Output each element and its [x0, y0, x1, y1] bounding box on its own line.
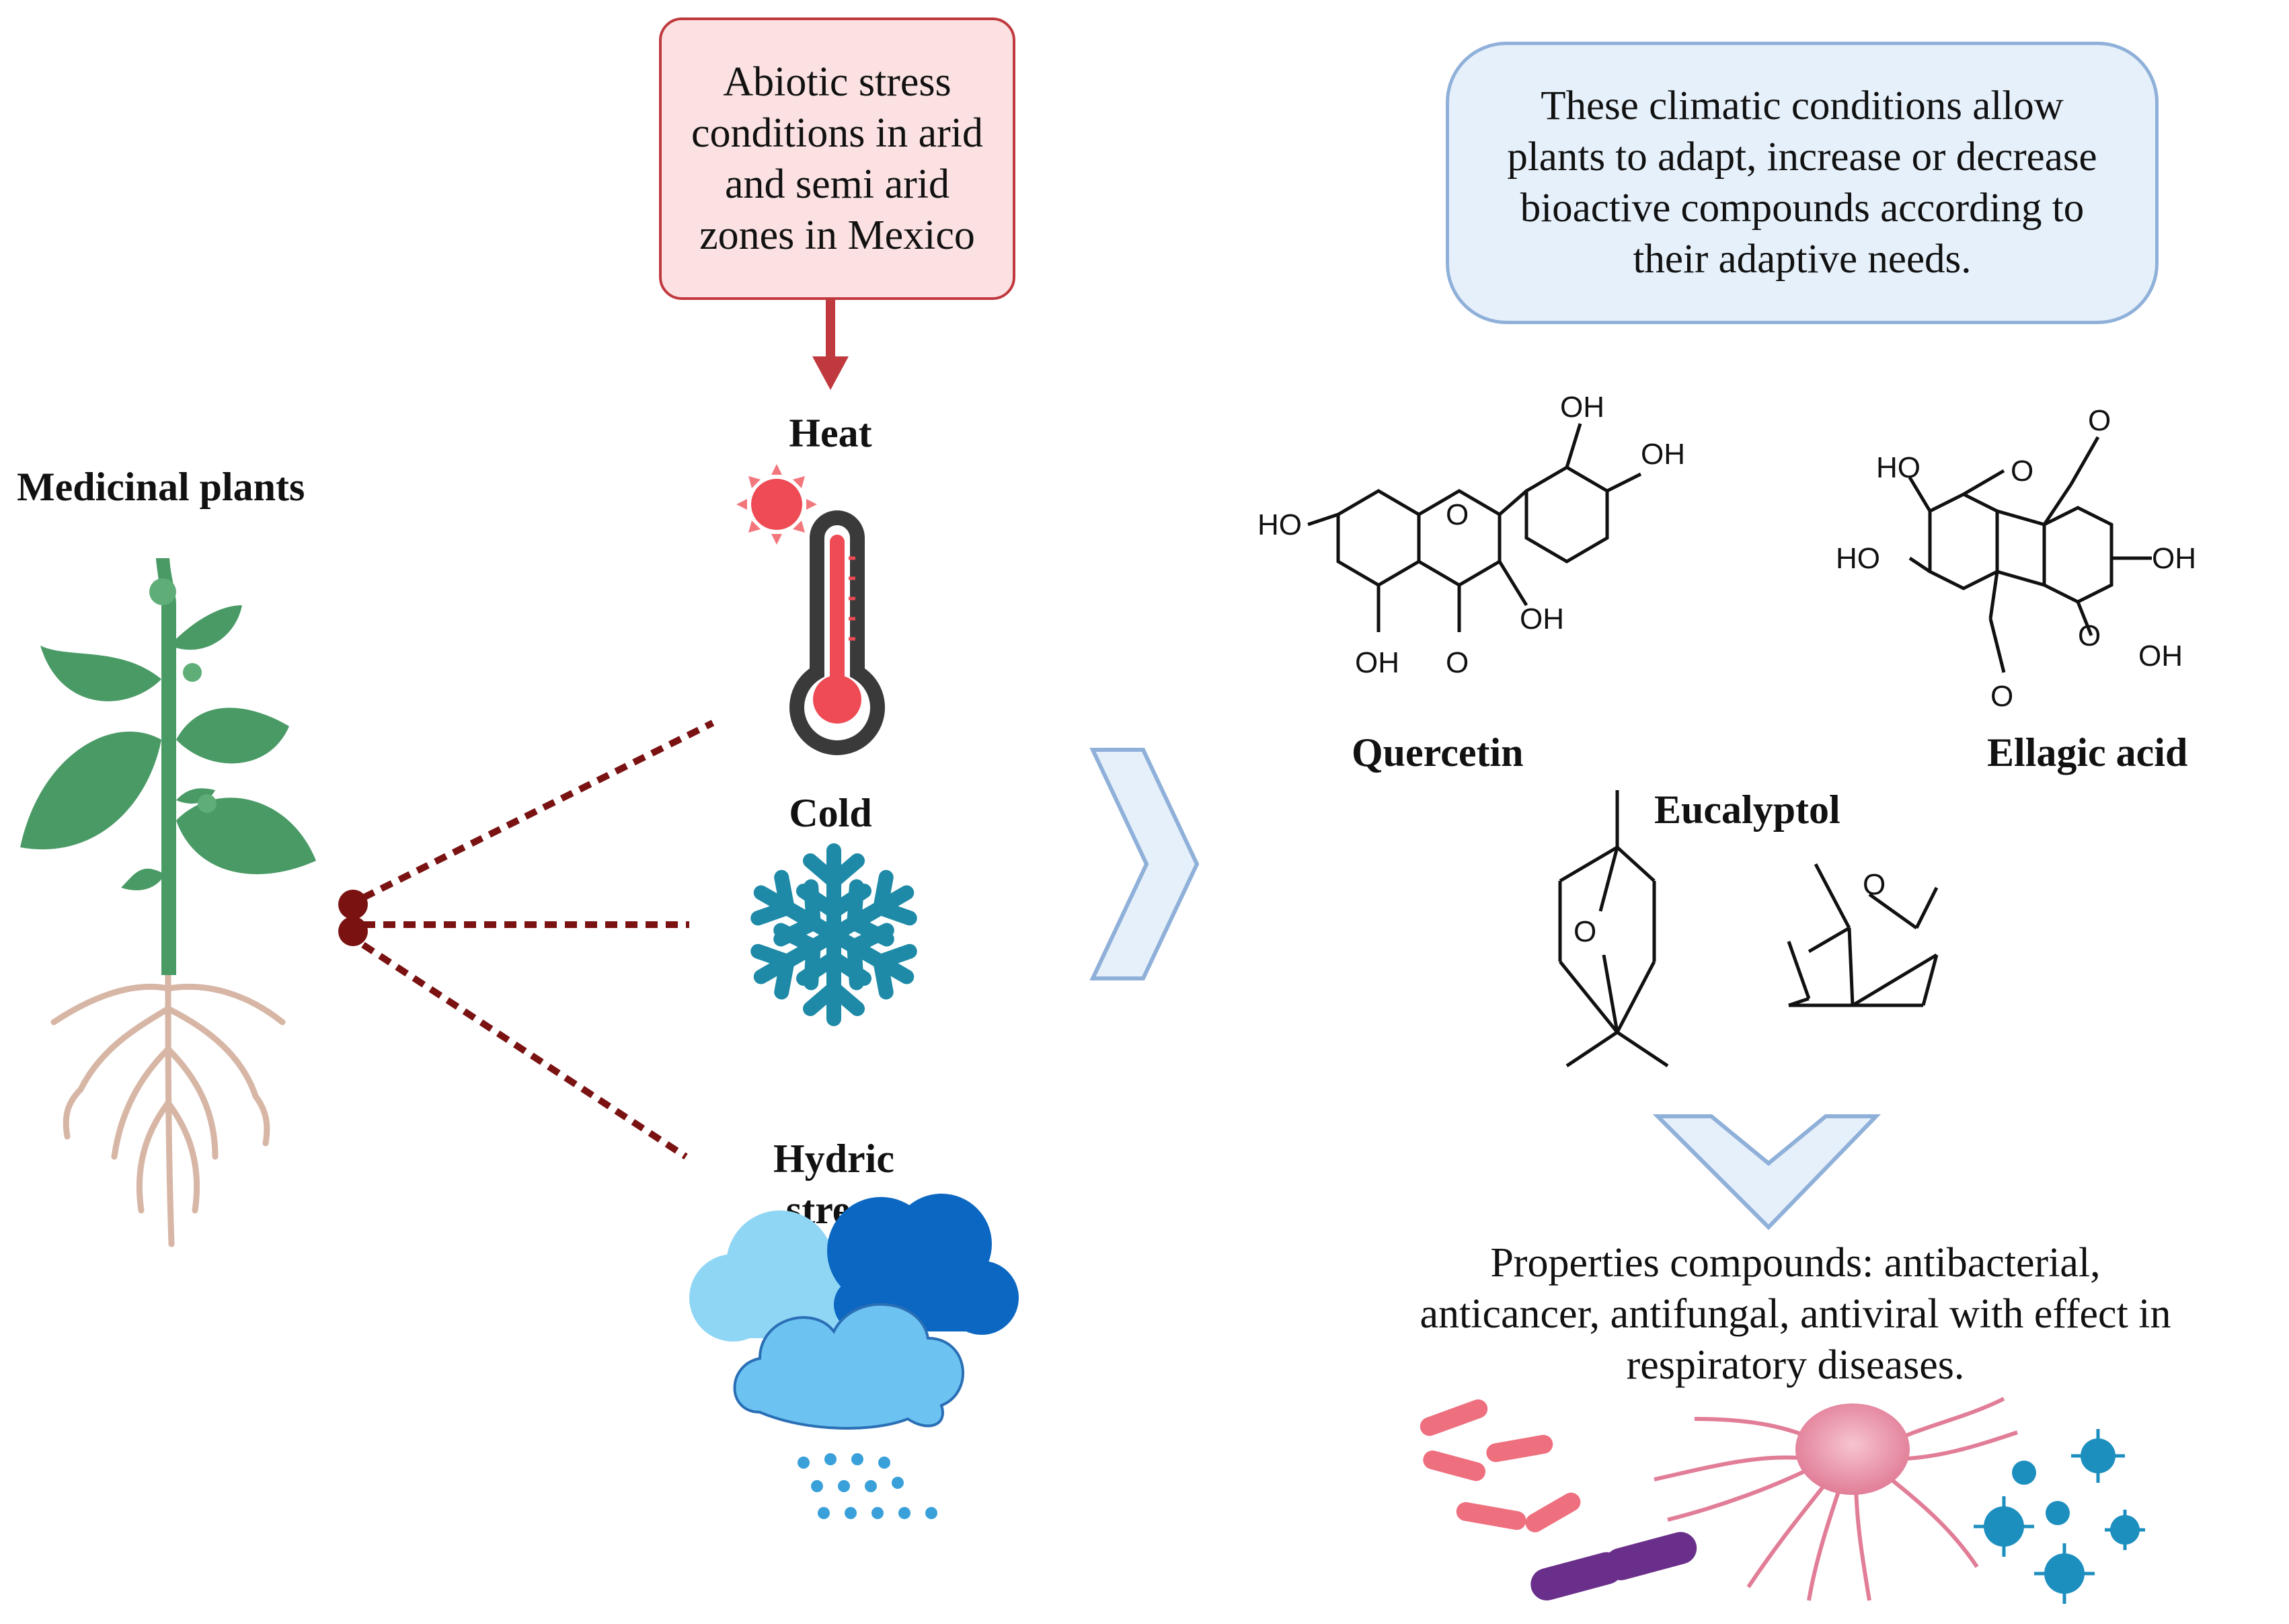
- cancer-cell-icon: [1654, 1397, 2018, 1601]
- plant-icon: [20, 558, 316, 1247]
- rain-cloud-icon: [689, 1194, 1019, 1519]
- chevron-down-icon: [1652, 1114, 1881, 1231]
- ellagic-acid-label: Ellagic acid: [1987, 730, 2188, 775]
- sun-icon: [736, 464, 817, 545]
- ellagic-acid-structure: [1908, 436, 2152, 673]
- svg-text:OH: OH: [1641, 438, 1685, 471]
- properties-text: Properties compounds: antibacterial, ant…: [1420, 1240, 2171, 1388]
- ellagic-acid-atom-labels: O HO O HO OH O OH O: [1836, 404, 2196, 713]
- down-arrow-icon: [812, 300, 849, 390]
- dotted-connectors: [361, 720, 715, 1160]
- climatic-conditions-text: These climatic conditions allow plants t…: [1507, 83, 2097, 282]
- virus-icon: [1974, 1429, 2145, 1604]
- svg-text:OH: OH: [1520, 603, 1564, 635]
- climatic-conditions-box: These climatic conditions allow plants t…: [1446, 42, 2159, 324]
- chevron-right-icon: [1089, 748, 1200, 980]
- svg-text:OH: OH: [2138, 640, 2183, 672]
- svg-text:O: O: [2011, 455, 2033, 488]
- svg-text:O: O: [2078, 619, 2101, 652]
- svg-text:HO: HO: [1876, 451, 1921, 484]
- svg-text:O: O: [1446, 646, 1469, 679]
- eucalyptol-structure-1: [1558, 790, 1669, 1068]
- cold-label: Cold: [789, 791, 872, 835]
- eucalyptol-structure-2: [1787, 863, 1939, 1007]
- quercetin-atom-labels: OH OH HO O OH OH O: [1257, 391, 1685, 679]
- svg-text:O: O: [2088, 404, 2111, 437]
- bacteria-icon: [1420, 1399, 1697, 1600]
- svg-text:HO: HO: [1836, 542, 1880, 575]
- svg-text:O: O: [1990, 680, 2013, 713]
- abiotic-stress-text: Abiotic stress conditions in arid and se…: [691, 59, 983, 258]
- svg-text:HO: HO: [1257, 508, 1302, 541]
- svg-text:O: O: [1446, 498, 1469, 531]
- eucalyptol-oxygen-label: O: [1574, 915, 1596, 948]
- quercetin-label: Quercetin: [1352, 730, 1524, 775]
- abiotic-stress-box: Abiotic stress conditions in arid and se…: [659, 17, 1015, 300]
- snowflake-icon: [746, 843, 922, 1019]
- connector-node-icon: [338, 890, 368, 946]
- svg-text:OH: OH: [2152, 542, 2196, 575]
- svg-text:OH: OH: [1355, 646, 1399, 679]
- thermometer-icon: [789, 510, 885, 755]
- eucalyptol-oxygen-label-2: O: [1863, 868, 1886, 901]
- eucalyptol-label: Eucalyptol: [1654, 787, 1840, 832]
- quercetin-structure: [1307, 423, 1642, 632]
- heat-label: Heat: [789, 411, 872, 455]
- svg-text:OH: OH: [1560, 391, 1604, 424]
- medicinal-plants-label: Medicinal plants: [17, 465, 305, 509]
